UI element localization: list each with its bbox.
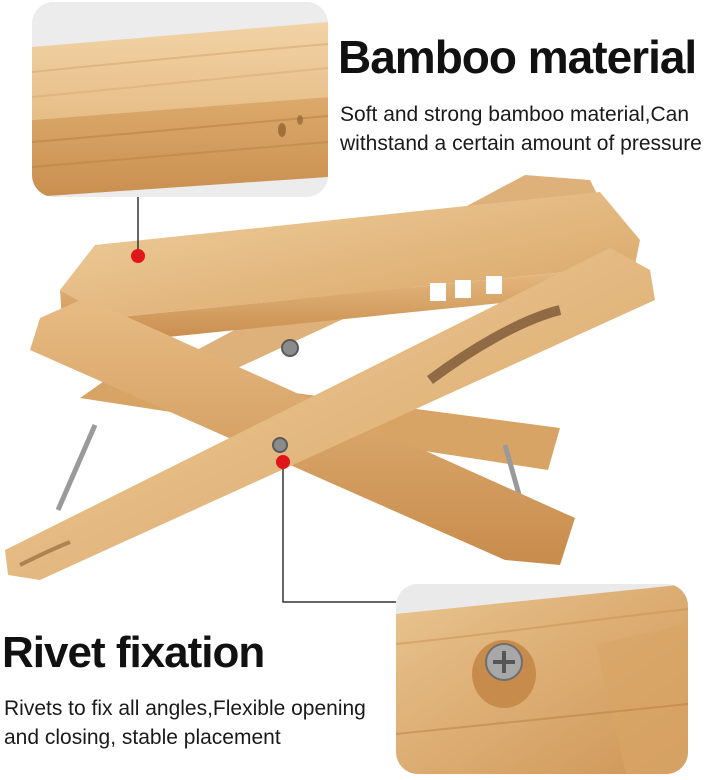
rivet-fixation-description: Rivets to fix all angles,Flexible openin…: [4, 694, 366, 752]
bamboo-material-description: Soft and strong bamboo material,Can with…: [340, 100, 702, 158]
footrest-product-image: [0, 170, 720, 590]
bamboo-material-title: Bamboo material: [338, 31, 697, 83]
bamboo-closeup-image: [32, 2, 328, 197]
rivet-description-line-2: and closing, stable placement: [4, 726, 281, 749]
rivet-description-line-1: Rivets to fix all angles,Flexible openin…: [4, 697, 366, 720]
rivet-closeup-image: [396, 584, 688, 774]
rivet-fixation-title: Rivet fixation: [2, 628, 265, 677]
bamboo-description-line-1: Soft and strong bamboo material,Can: [340, 103, 690, 126]
bamboo-description-line-2: withstand a certain amount of pressure: [340, 132, 702, 155]
